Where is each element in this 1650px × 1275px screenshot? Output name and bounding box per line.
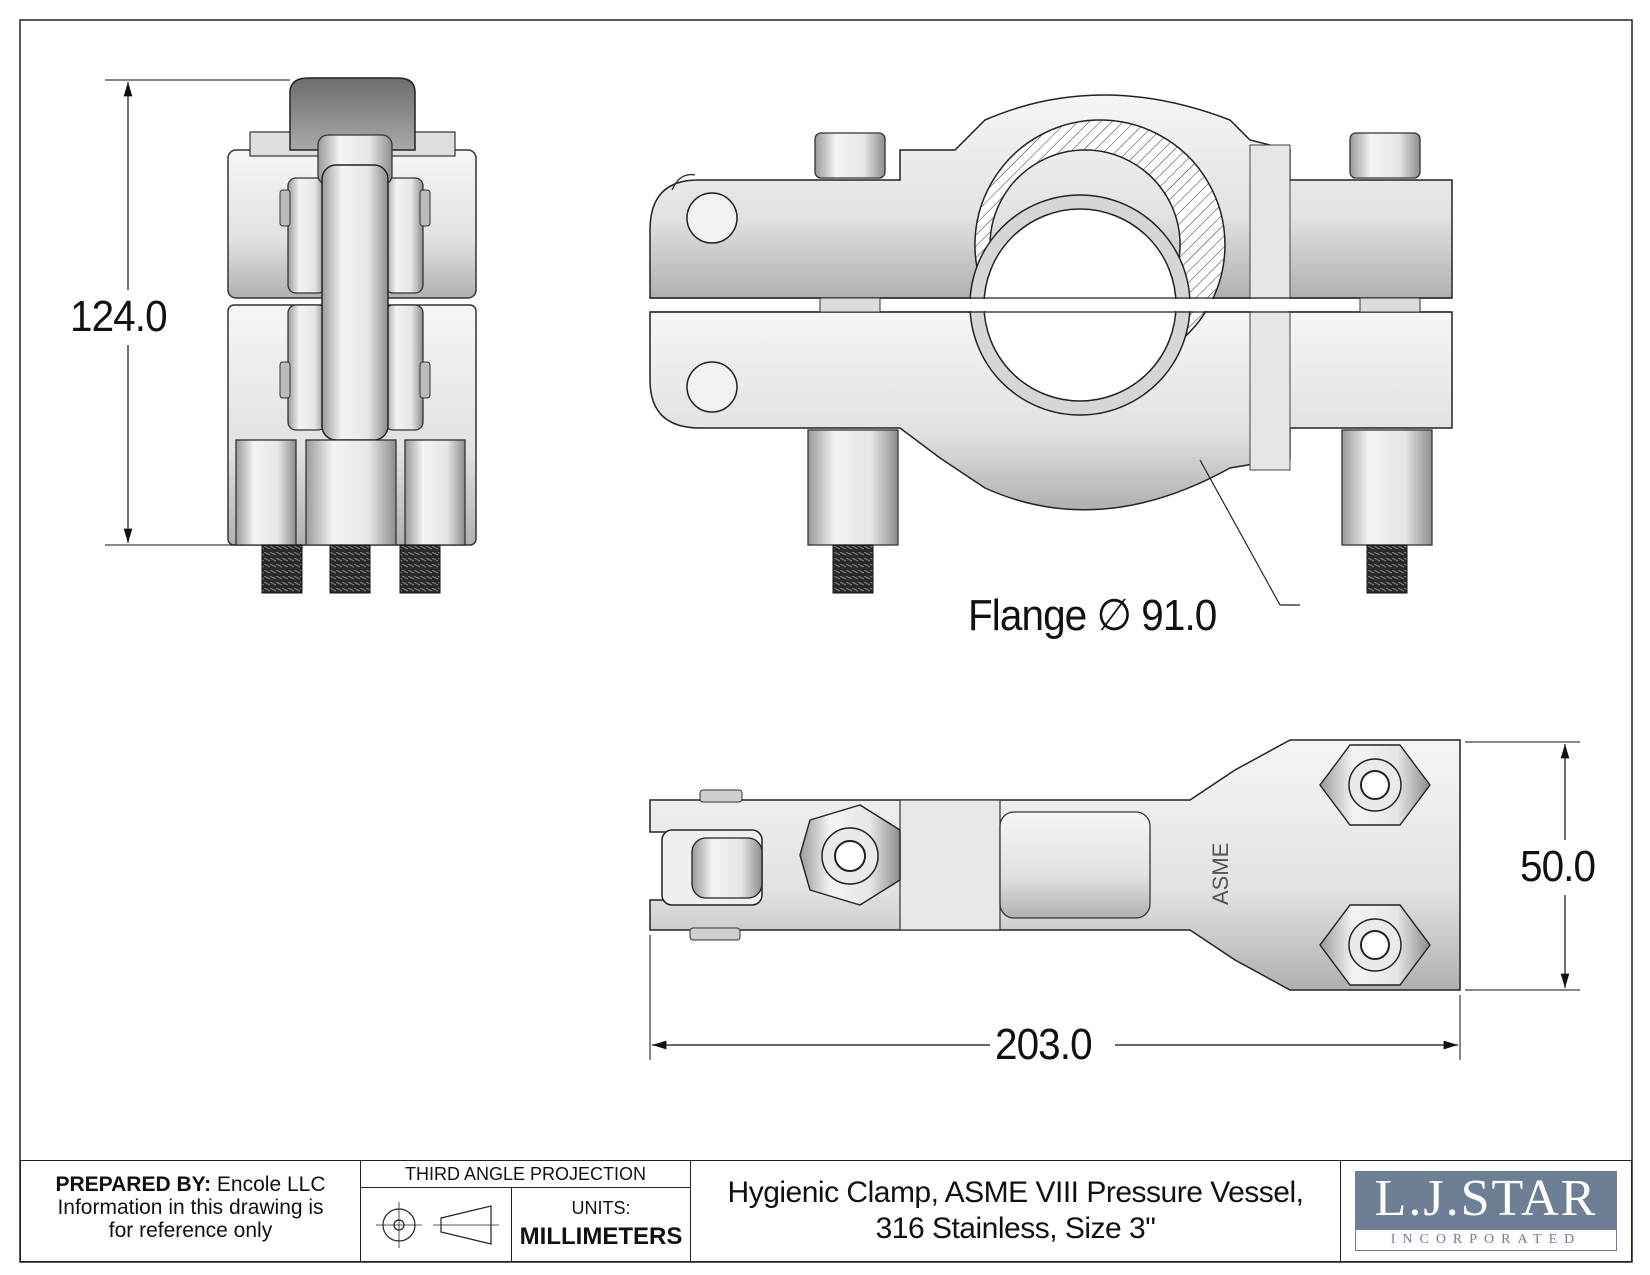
sheet-border xyxy=(19,19,1633,1263)
height-dimension-label: 124.0 xyxy=(70,292,168,341)
projection-cell: THIRD ANGLE PROJECTION UNITS: MILLIMETER… xyxy=(361,1161,691,1262)
flange-value: 91.0 xyxy=(1141,591,1217,640)
title-block: PREPARED BY: Encole LLC Information in t… xyxy=(20,1160,1632,1262)
asme-marking: ASME xyxy=(1208,843,1233,905)
drawing-title-cell: Hygienic Clamp, ASME VIII Pressure Vesse… xyxy=(691,1161,1341,1261)
drawing-title-line1: Hygienic Clamp, ASME VIII Pressure Vesse… xyxy=(727,1176,1304,1209)
left-view xyxy=(227,77,477,594)
units-label: UNITS: xyxy=(571,1198,631,1218)
depth-dimension-label: 50.0 xyxy=(1520,842,1596,891)
reference-note-line1: Information in this drawing is xyxy=(57,1196,324,1219)
company-logo: L.J.STAR INCORPORATED xyxy=(1355,1171,1617,1251)
projection-label: THIRD ANGLE PROJECTION xyxy=(361,1161,690,1188)
drawing-title-line2: 316 Stainless, Size 3" xyxy=(875,1212,1156,1245)
prepared-by-name: Encole LLC xyxy=(216,1173,326,1196)
height-dimension xyxy=(105,79,290,546)
logo-subtitle: INCORPORATED xyxy=(1355,1229,1617,1251)
plan-view: ASME xyxy=(649,739,1461,991)
units-cell: UNITS: MILLIMETERS xyxy=(512,1188,690,1262)
prepared-by-line: PREPARED BY: Encole LLC xyxy=(21,1173,360,1196)
width-dimension-label: 203.0 xyxy=(995,1020,1093,1069)
units-value: MILLIMETERS xyxy=(519,1223,683,1250)
reference-note-line2: for reference only xyxy=(108,1219,273,1242)
logo-cell: L.J.STAR INCORPORATED xyxy=(1341,1161,1631,1261)
prepared-by-cell: PREPARED BY: Encole LLC Information in t… xyxy=(21,1161,361,1261)
prepared-by-label: PREPARED BY: xyxy=(55,1173,212,1196)
third-angle-projection-icon xyxy=(361,1188,512,1262)
diameter-symbol: ∅ xyxy=(1096,591,1132,640)
flange-dimension-label: Flange ∅ 91.0 xyxy=(968,590,1217,641)
flange-prefix: Flange xyxy=(968,591,1087,640)
elevation-view xyxy=(649,94,1453,606)
plan-dimensions xyxy=(649,741,1580,1060)
logo-wordmark: L.J.STAR xyxy=(1374,1170,1598,1227)
